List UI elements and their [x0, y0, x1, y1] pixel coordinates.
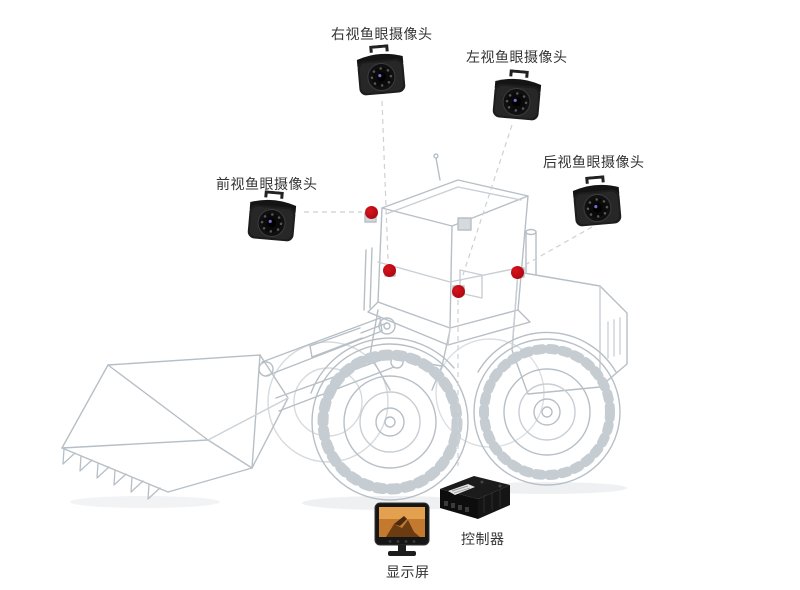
- marker-rear-position: [511, 266, 524, 279]
- connector-left: [460, 124, 513, 282]
- display-label: 显示屏: [386, 565, 430, 581]
- rear-wheel: [473, 338, 621, 486]
- right-camera-label: 右视鱼眼摄像头: [331, 27, 433, 43]
- connector-rear: [522, 226, 593, 267]
- front-camera-label: 前视鱼眼摄像头: [216, 177, 318, 193]
- shadow: [70, 496, 220, 508]
- marker-left-position: [452, 285, 465, 298]
- wheel-loader-drawing: [61, 153, 628, 510]
- fisheye-camera-icon: [354, 43, 408, 98]
- bucket: [61, 354, 289, 500]
- front-fender: [310, 337, 455, 394]
- fisheye-camera-icon: [245, 189, 299, 244]
- rear-camera-label: 后视鱼眼摄像头: [543, 155, 645, 171]
- right-camera-image: [349, 42, 413, 101]
- front-camera-image: [240, 188, 304, 247]
- left-camera-label: 左视鱼眼摄像头: [466, 50, 568, 66]
- fisheye-camera-icon: [570, 174, 624, 229]
- rear-camera-image: [565, 173, 629, 232]
- fisheye-camera-icon: [490, 68, 544, 123]
- controller-box-icon: [440, 476, 510, 519]
- front-wheel: [311, 343, 469, 501]
- monitor-icon: [374, 502, 430, 556]
- marker-right-position: [383, 264, 396, 277]
- left-camera-image: [485, 67, 549, 126]
- marker-front-position: [365, 206, 378, 219]
- rear-fender: [477, 331, 617, 373]
- controller-label: 控制器: [461, 532, 505, 548]
- connector-right: [381, 100, 389, 261]
